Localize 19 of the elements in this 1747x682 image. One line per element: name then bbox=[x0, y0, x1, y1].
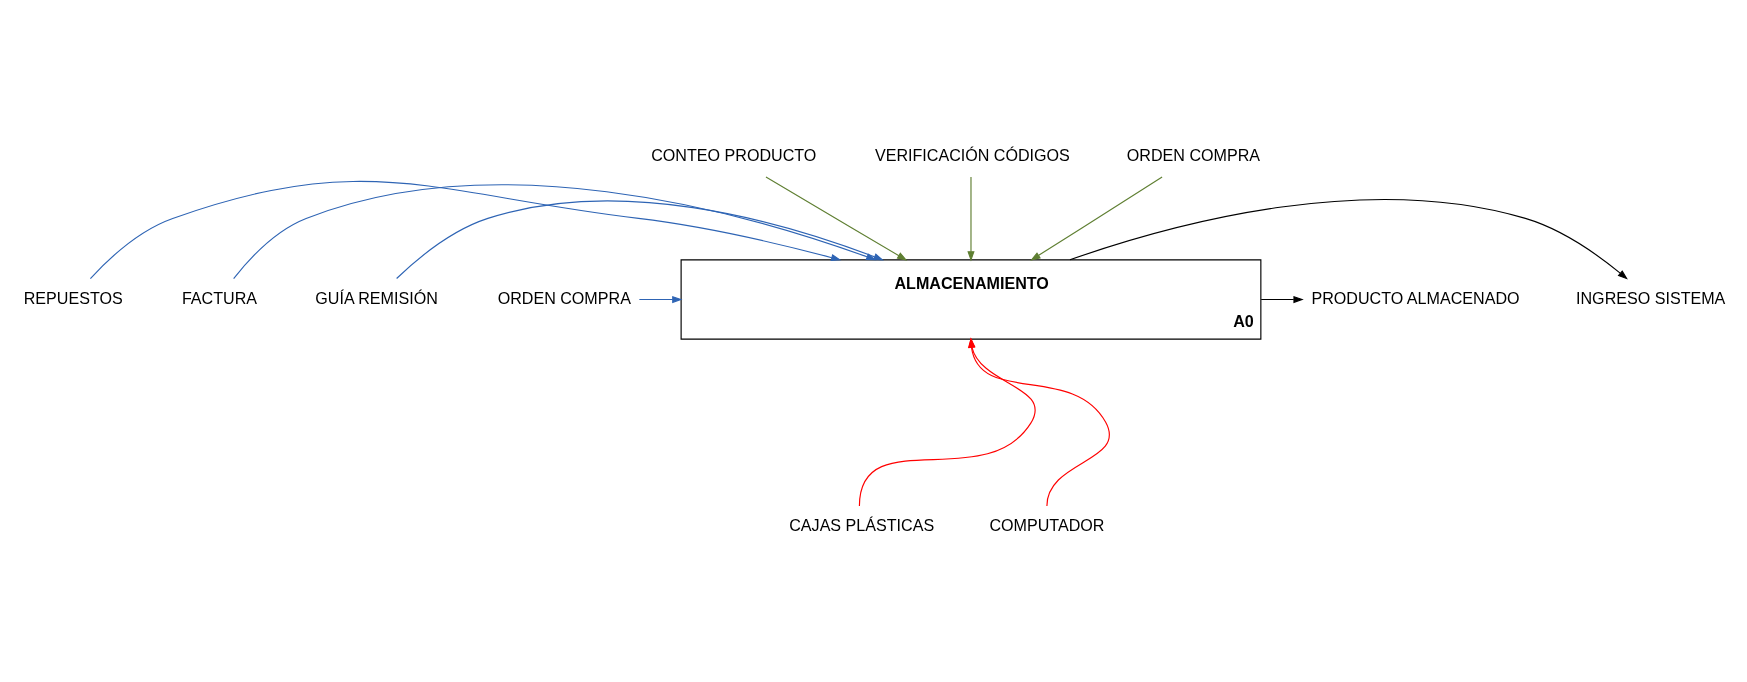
node-text: CAJAS PLÁSTICAS bbox=[789, 515, 935, 534]
arrow bbox=[396, 200, 884, 279]
arrow bbox=[1069, 198, 1628, 280]
node-text: REPUESTOS bbox=[23, 288, 123, 307]
node-text: CONTEO PRODUCTO bbox=[651, 145, 817, 164]
node-box: ALMACENAMIENTO A0 bbox=[680, 258, 1262, 340]
node-text: FACTURA bbox=[181, 288, 258, 307]
node-text: VERIFICACIÓN CÓDIGOS bbox=[874, 145, 1070, 164]
node-text: ORDEN COMPRA bbox=[1126, 145, 1261, 164]
arrow bbox=[89, 180, 842, 279]
node-text: INGRESO SISTEMA bbox=[1576, 288, 1726, 307]
node-text: PRODUCTO ALMACENADO bbox=[1311, 288, 1520, 307]
arrow bbox=[967, 175, 975, 262]
node-text: GUÍA REMISIÓN bbox=[315, 288, 438, 307]
arrow bbox=[638, 295, 683, 303]
arrow bbox=[1030, 175, 1163, 261]
node-text: COMPUTADOR bbox=[989, 515, 1105, 534]
arrow bbox=[1260, 295, 1304, 303]
node-text: ORDEN COMPRA bbox=[497, 288, 631, 307]
